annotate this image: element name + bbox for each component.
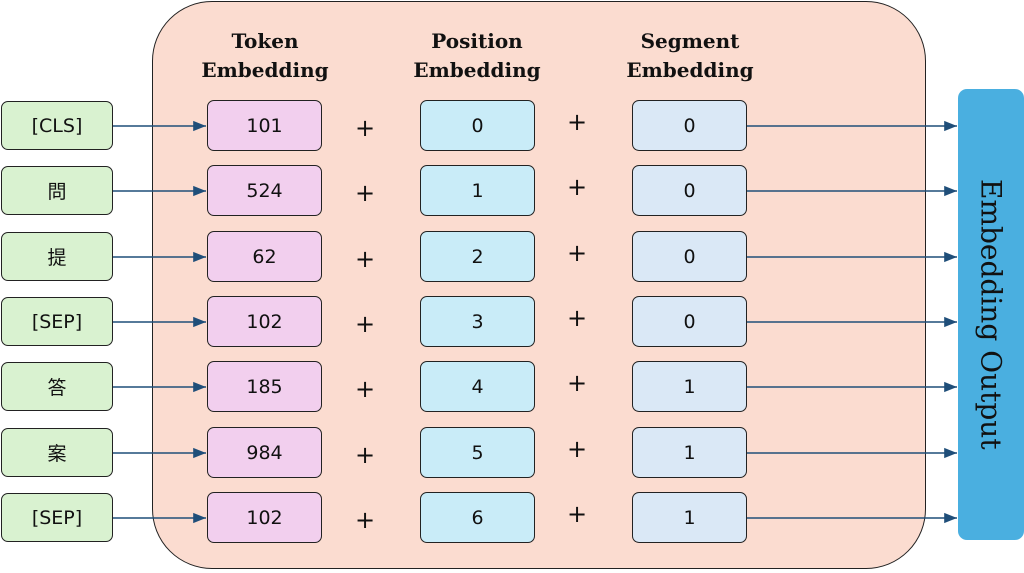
plus-sign: + [567,369,588,397]
segment-embedding-box: 1 [632,361,747,412]
token-embedding-box: 62 [207,231,322,282]
embedding-output-block: Embedding Output [958,89,1024,540]
position-embedding-box: 4 [420,361,535,412]
plus-sign: + [567,304,588,332]
plus-sign: + [355,506,376,534]
token-box: 案 [1,428,113,477]
token-embedding-box: 524 [207,165,322,216]
segment-embedding-box: 1 [632,492,747,543]
segment-embedding-box: 0 [632,100,747,151]
plus-sign: + [355,375,376,403]
position-embedding-box: 3 [420,296,535,347]
plus-sign: + [355,179,376,207]
token-embedding-box: 101 [207,100,322,151]
token-box: [SEP] [1,297,113,346]
plus-sign: + [567,500,588,528]
token-box: [SEP] [1,493,113,542]
position-embedding-box: 6 [420,492,535,543]
plus-sign: + [355,441,376,469]
segment-embedding-box: 1 [632,427,747,478]
plus-sign: + [567,435,588,463]
segment-embedding-box: 0 [632,165,747,216]
plus-sign: + [567,173,588,201]
plus-sign: + [567,239,588,267]
plus-sign: + [567,108,588,136]
plus-sign: + [355,310,376,338]
segment-embedding-box: 0 [632,296,747,347]
token-embedding-box: 102 [207,492,322,543]
token-box: [CLS] [1,101,113,150]
token-embedding-box: 984 [207,427,322,478]
plus-sign: + [355,114,376,142]
embedding-output-label: Embedding Output [974,179,1008,450]
plus-sign: + [355,245,376,273]
position-embedding-box: 2 [420,231,535,282]
token-embedding-box: 185 [207,361,322,412]
token-embedding-box: 102 [207,296,322,347]
token-box: 問 [1,166,113,215]
position-embedding-box: 1 [420,165,535,216]
segment-embedding-box: 0 [632,231,747,282]
position-embedding-box: 0 [420,100,535,151]
token-box: 答 [1,362,113,411]
position-embedding-box: 5 [420,427,535,478]
token-box: 提 [1,232,113,281]
